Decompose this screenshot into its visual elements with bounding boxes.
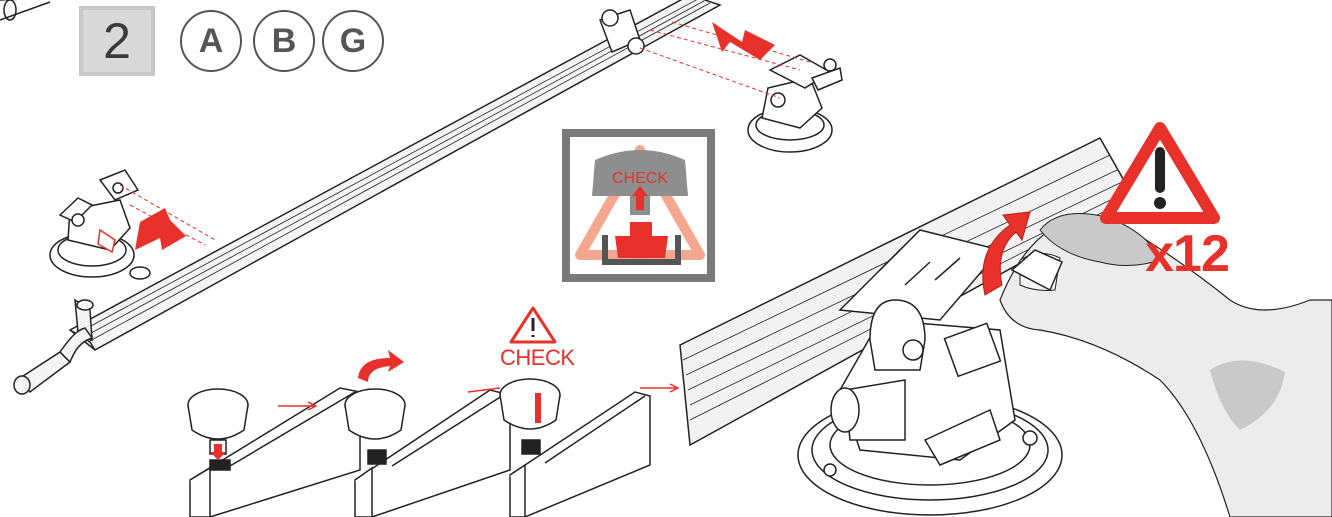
part-label-a: A <box>180 10 242 72</box>
step-number-box <box>79 6 155 76</box>
knob-step-1 <box>187 387 361 517</box>
repeat-count-label: x12 <box>1145 225 1230 283</box>
push-arrow-icon <box>135 208 186 250</box>
suction-mount-right <box>747 54 843 153</box>
check-label-sequence: CHECK <box>500 345 575 370</box>
check-label-inset: CHECK <box>611 170 668 187</box>
suction-mount-left <box>49 169 151 280</box>
knob-step-2 <box>344 388 511 517</box>
push-arrow-icon-top <box>712 22 775 60</box>
rotate-arrow-icon <box>358 350 404 382</box>
check-inset <box>562 129 715 282</box>
sequence-arrow-2 <box>467 387 501 393</box>
warning-triangle-icon-small <box>509 306 557 344</box>
tube-handle-lower <box>13 327 94 395</box>
warning-dot-large <box>1154 197 1166 209</box>
sequence-arrow-1 <box>278 401 318 411</box>
sequence-arrow-3 <box>640 383 680 393</box>
part-label-g: G <box>322 10 384 72</box>
rail-connector <box>599 9 645 55</box>
long-rail <box>68 0 722 351</box>
knob-step-3 <box>499 378 651 517</box>
hand-icon <box>999 213 1332 517</box>
rotate-arrow-icon-large <box>982 211 1031 296</box>
suction-mount-detail <box>797 299 1063 516</box>
step-number: 2 <box>103 13 131 69</box>
knob-right <box>1010 249 1063 292</box>
part-label-b: B <box>253 10 315 72</box>
tube-end-top <box>0 0 51 21</box>
